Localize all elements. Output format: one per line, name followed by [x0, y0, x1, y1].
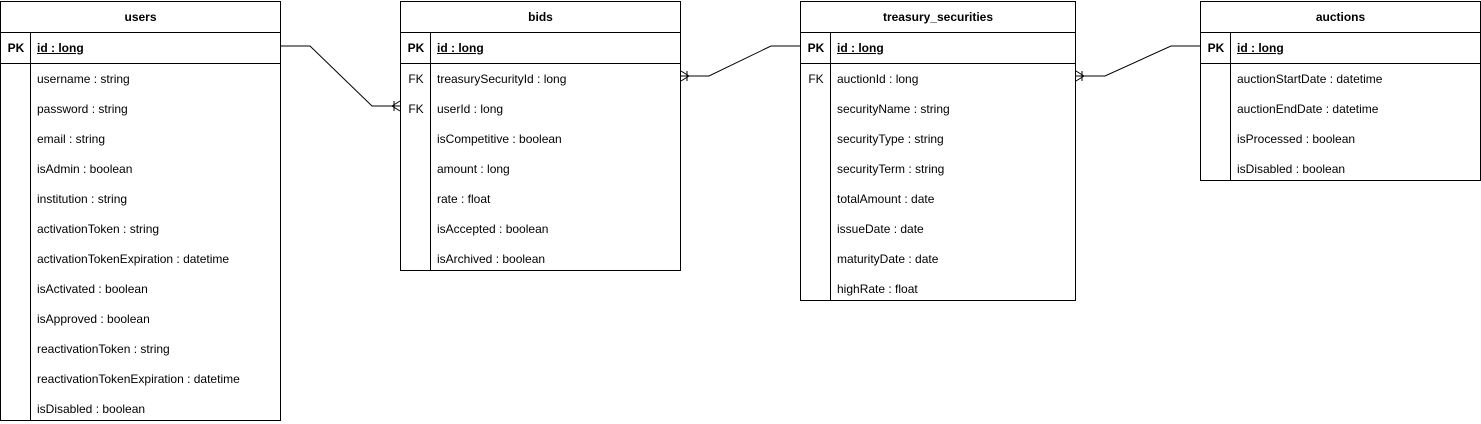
- key-marker: FK: [408, 72, 424, 86]
- field-row: isAdmin : boolean: [1, 154, 280, 184]
- crows-foot-icon: [680, 70, 690, 82]
- relationship-auctions-treasury-securities[interactable]: [1075, 45, 1200, 82]
- key-marker: FK: [408, 102, 424, 116]
- relationship-treasury-securities-bids[interactable]: [680, 45, 800, 82]
- field-label: treasurySecurityId : long: [437, 72, 567, 86]
- field-row: isActivated : boolean: [1, 274, 280, 304]
- primary-key-row: PK id : long: [801, 33, 1075, 64]
- field-row: isCompetitive : boolean: [401, 124, 680, 154]
- crows-foot-icon: [1075, 70, 1085, 82]
- column-divider: [30, 33, 31, 420]
- field-row: FK userId : long: [401, 94, 680, 124]
- connector-line: [281, 45, 400, 107]
- field-label: auctionId : long: [837, 72, 919, 86]
- field-label: id : long: [437, 41, 484, 55]
- field-row: username : string: [1, 64, 280, 94]
- field-label: totalAmount : date: [837, 192, 935, 206]
- field-row: isApproved : boolean: [1, 304, 280, 334]
- entity-bids[interactable]: bids PK id : long FK treasurySecurityId :…: [400, 1, 681, 271]
- primary-key-row: PK id : long: [1, 33, 280, 64]
- entity-title: treasury_securities: [801, 2, 1075, 33]
- field-row: FK treasurySecurityId : long: [401, 64, 680, 94]
- field-label: securityName : string: [837, 102, 950, 116]
- field-row: auctionEndDate : datetime: [1201, 94, 1480, 124]
- field-row: institution : string: [1, 184, 280, 214]
- primary-key-row: PK id : long: [401, 33, 680, 64]
- field-label: id : long: [37, 41, 84, 55]
- relationship-users-bids[interactable]: [281, 45, 401, 112]
- field-row: securityType : string: [801, 124, 1075, 154]
- field-label: securityTerm : string: [837, 162, 945, 176]
- field-label: isApproved : boolean: [37, 312, 150, 326]
- field-row: amount : long: [401, 154, 680, 184]
- key-marker: PK: [407, 41, 425, 55]
- field-label: reactivationTokenExpiration : datetime: [37, 372, 240, 386]
- field-row: isDisabled : boolean: [1201, 154, 1480, 184]
- field-label: isAccepted : boolean: [437, 222, 549, 236]
- field-row: totalAmount : date: [801, 184, 1075, 214]
- entity-title: auctions: [1201, 2, 1480, 33]
- field-row: maturityDate : date: [801, 244, 1075, 274]
- entity-treasury-securities[interactable]: treasury_securities PK id : long FK aucti…: [800, 1, 1076, 301]
- field-row: password : string: [1, 94, 280, 124]
- field-label: institution : string: [37, 192, 128, 206]
- field-label: id : long: [837, 41, 884, 55]
- field-label: securityType : string: [837, 132, 944, 146]
- entity-title: bids: [401, 2, 680, 33]
- column-divider: [1230, 33, 1231, 180]
- field-row: isAccepted : boolean: [401, 214, 680, 244]
- field-row: reactivationToken : string: [1, 334, 280, 364]
- connector-line: [681, 45, 800, 77]
- field-label: highRate : float: [837, 282, 918, 296]
- field-row: auctionStartDate : datetime: [1201, 64, 1480, 94]
- field-row: reactivationTokenExpiration : datetime: [1, 364, 280, 394]
- field-label: activationTokenExpiration : datetime: [37, 252, 230, 266]
- primary-key-row: PK id : long: [1201, 33, 1480, 64]
- key-marker: PK: [1207, 41, 1225, 55]
- entity-title: users: [1, 2, 280, 33]
- key-marker: PK: [807, 41, 825, 55]
- field-label: id : long: [1237, 41, 1284, 55]
- field-label: isArchived : boolean: [437, 252, 546, 266]
- field-label: auctionEndDate : datetime: [1237, 102, 1379, 116]
- field-row: activationToken : string: [1, 214, 280, 244]
- field-label: amount : long: [437, 162, 510, 176]
- field-label: isAdmin : boolean: [37, 162, 133, 176]
- field-label: isActivated : boolean: [37, 282, 148, 296]
- field-label: maturityDate : date: [837, 252, 939, 266]
- field-row: activationTokenExpiration : datetime: [1, 244, 280, 274]
- field-row: isArchived : boolean: [401, 244, 680, 274]
- field-row: rate : float: [401, 184, 680, 214]
- field-row: securityTerm : string: [801, 154, 1075, 184]
- field-label: reactivationToken : string: [37, 342, 170, 356]
- key-marker: FK: [808, 72, 824, 86]
- field-label: userId : long: [437, 102, 504, 116]
- field-label: email : string: [37, 132, 106, 146]
- field-label: isCompetitive : boolean: [437, 132, 562, 146]
- field-label: rate : float: [437, 192, 491, 206]
- field-row: highRate : float: [801, 274, 1075, 304]
- field-label: username : string: [37, 72, 130, 86]
- key-marker: PK: [7, 41, 25, 55]
- field-row: email : string: [1, 124, 280, 154]
- field-label: issueDate : date: [837, 222, 924, 236]
- crows-foot-icon: [391, 100, 401, 112]
- entity-auctions[interactable]: auctions PK id : long auctionStartDate :…: [1200, 1, 1481, 181]
- field-label: activationToken : string: [37, 222, 160, 236]
- field-label: isDisabled : boolean: [1237, 162, 1346, 176]
- field-label: isProcessed : boolean: [1237, 132, 1356, 146]
- field-label: password : string: [37, 102, 128, 116]
- field-label: isDisabled : boolean: [37, 402, 146, 416]
- connector-line: [1076, 45, 1200, 77]
- field-row: issueDate : date: [801, 214, 1075, 244]
- field-label: auctionStartDate : datetime: [1237, 72, 1383, 86]
- entity-users[interactable]: users PK id : long username : string pas…: [0, 1, 281, 421]
- field-row: isDisabled : boolean: [1, 394, 280, 424]
- column-divider: [830, 33, 831, 300]
- field-row: FK auctionId : long: [801, 64, 1075, 94]
- column-divider: [430, 33, 431, 270]
- field-row: securityName : string: [801, 94, 1075, 124]
- field-row: isProcessed : boolean: [1201, 124, 1480, 154]
